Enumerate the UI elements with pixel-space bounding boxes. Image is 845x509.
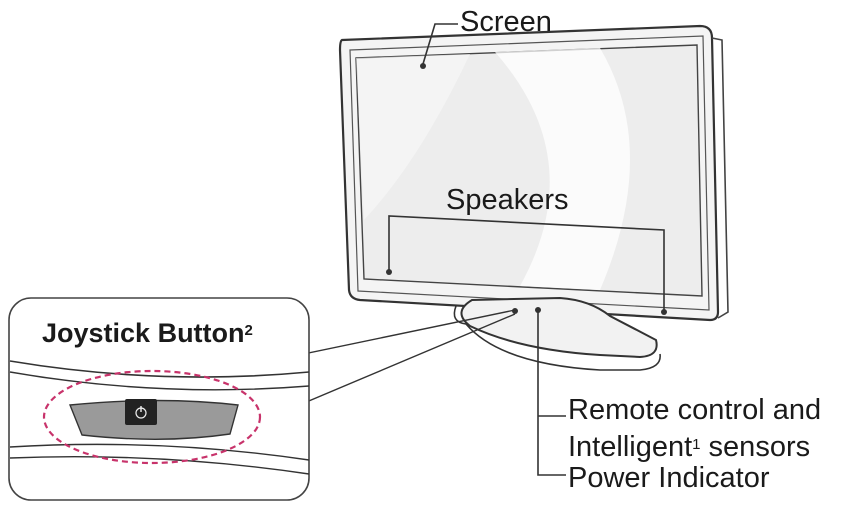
label-joystick-text: Joystick Button bbox=[42, 318, 245, 348]
screen-dot bbox=[420, 63, 426, 69]
sensor-leader bbox=[537, 310, 566, 476]
label-joystick-button: Joystick Button2 bbox=[42, 318, 253, 348]
intelligent-footnote: 1 bbox=[692, 436, 701, 453]
label-speakers: Speakers bbox=[446, 184, 569, 216]
label-intelligent: Intelligent bbox=[568, 431, 693, 463]
power-symbol-icon bbox=[135, 406, 147, 419]
label-power-indicator: Power Indicator bbox=[568, 462, 770, 494]
label-intelligent-sensors: Intelligent1 sensors bbox=[568, 431, 810, 463]
label-screen: Screen bbox=[460, 6, 552, 38]
screen-leader bbox=[422, 23, 458, 65]
label-remote-control: Remote control and bbox=[568, 394, 822, 426]
label-sensors: sensors bbox=[700, 431, 811, 463]
speakers-bracket bbox=[388, 215, 665, 312]
tv-stand-base bbox=[460, 296, 658, 359]
joystick-dashed-highlight bbox=[42, 369, 262, 465]
joystick-footnote: 2 bbox=[244, 322, 253, 339]
joystick-inset-box bbox=[8, 297, 310, 501]
